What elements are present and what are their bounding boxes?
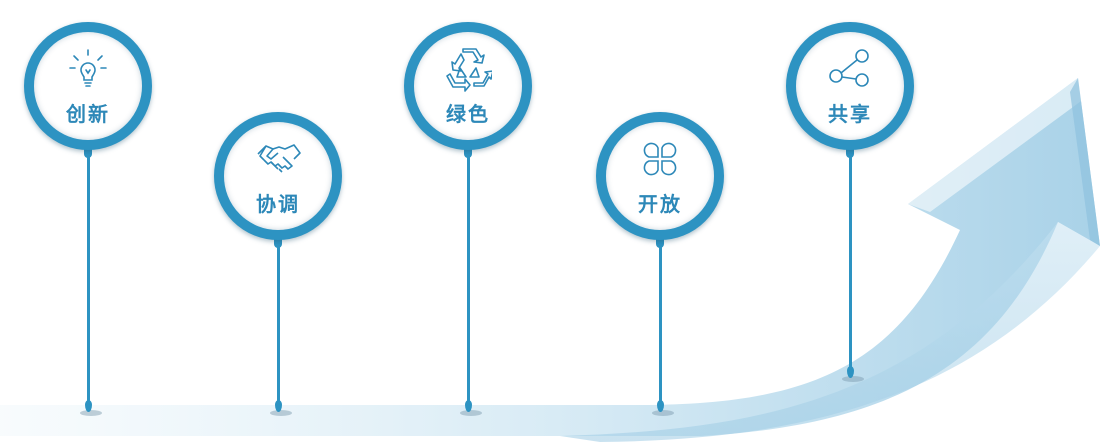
pin-shadow bbox=[270, 410, 292, 416]
pin-shadow bbox=[80, 410, 102, 416]
pin-stem-cap bbox=[846, 146, 854, 158]
pin-label: 创新 bbox=[66, 102, 110, 126]
pin-stem bbox=[658, 244, 662, 404]
pin-stem-cap bbox=[656, 236, 664, 248]
pin-circle: 绿色 bbox=[404, 22, 532, 150]
lightbulb-icon bbox=[64, 46, 112, 92]
pin-circle: 共享 bbox=[786, 22, 914, 150]
pin-shadow bbox=[652, 410, 674, 416]
pin-stem-cap bbox=[274, 236, 282, 248]
pin-stem bbox=[86, 154, 90, 404]
pin-circle: 创新 bbox=[24, 22, 152, 150]
pin-shadow bbox=[842, 376, 864, 382]
pin-drop bbox=[846, 366, 854, 378]
handshake-icon bbox=[254, 136, 302, 182]
pin-stem bbox=[466, 154, 470, 404]
clover-icon bbox=[636, 136, 684, 182]
recycle-icon bbox=[444, 46, 494, 92]
pin-circle: 协调 bbox=[214, 112, 342, 240]
pin-stem bbox=[848, 154, 852, 370]
pin-stem bbox=[276, 244, 280, 404]
pin-shadow bbox=[460, 410, 482, 416]
pin-drop bbox=[274, 400, 282, 412]
share-icon bbox=[826, 46, 874, 92]
pin-label: 协调 bbox=[256, 192, 300, 216]
pin-drop bbox=[84, 400, 92, 412]
pin-label: 绿色 bbox=[446, 102, 490, 126]
pin-stem-cap bbox=[464, 146, 472, 158]
pin-label: 共享 bbox=[828, 102, 872, 126]
pin-stem-cap bbox=[84, 146, 92, 158]
pin-drop bbox=[464, 400, 472, 412]
pin-label: 开放 bbox=[638, 192, 682, 216]
pin-drop bbox=[656, 400, 664, 412]
pin-circle: 开放 bbox=[596, 112, 724, 240]
